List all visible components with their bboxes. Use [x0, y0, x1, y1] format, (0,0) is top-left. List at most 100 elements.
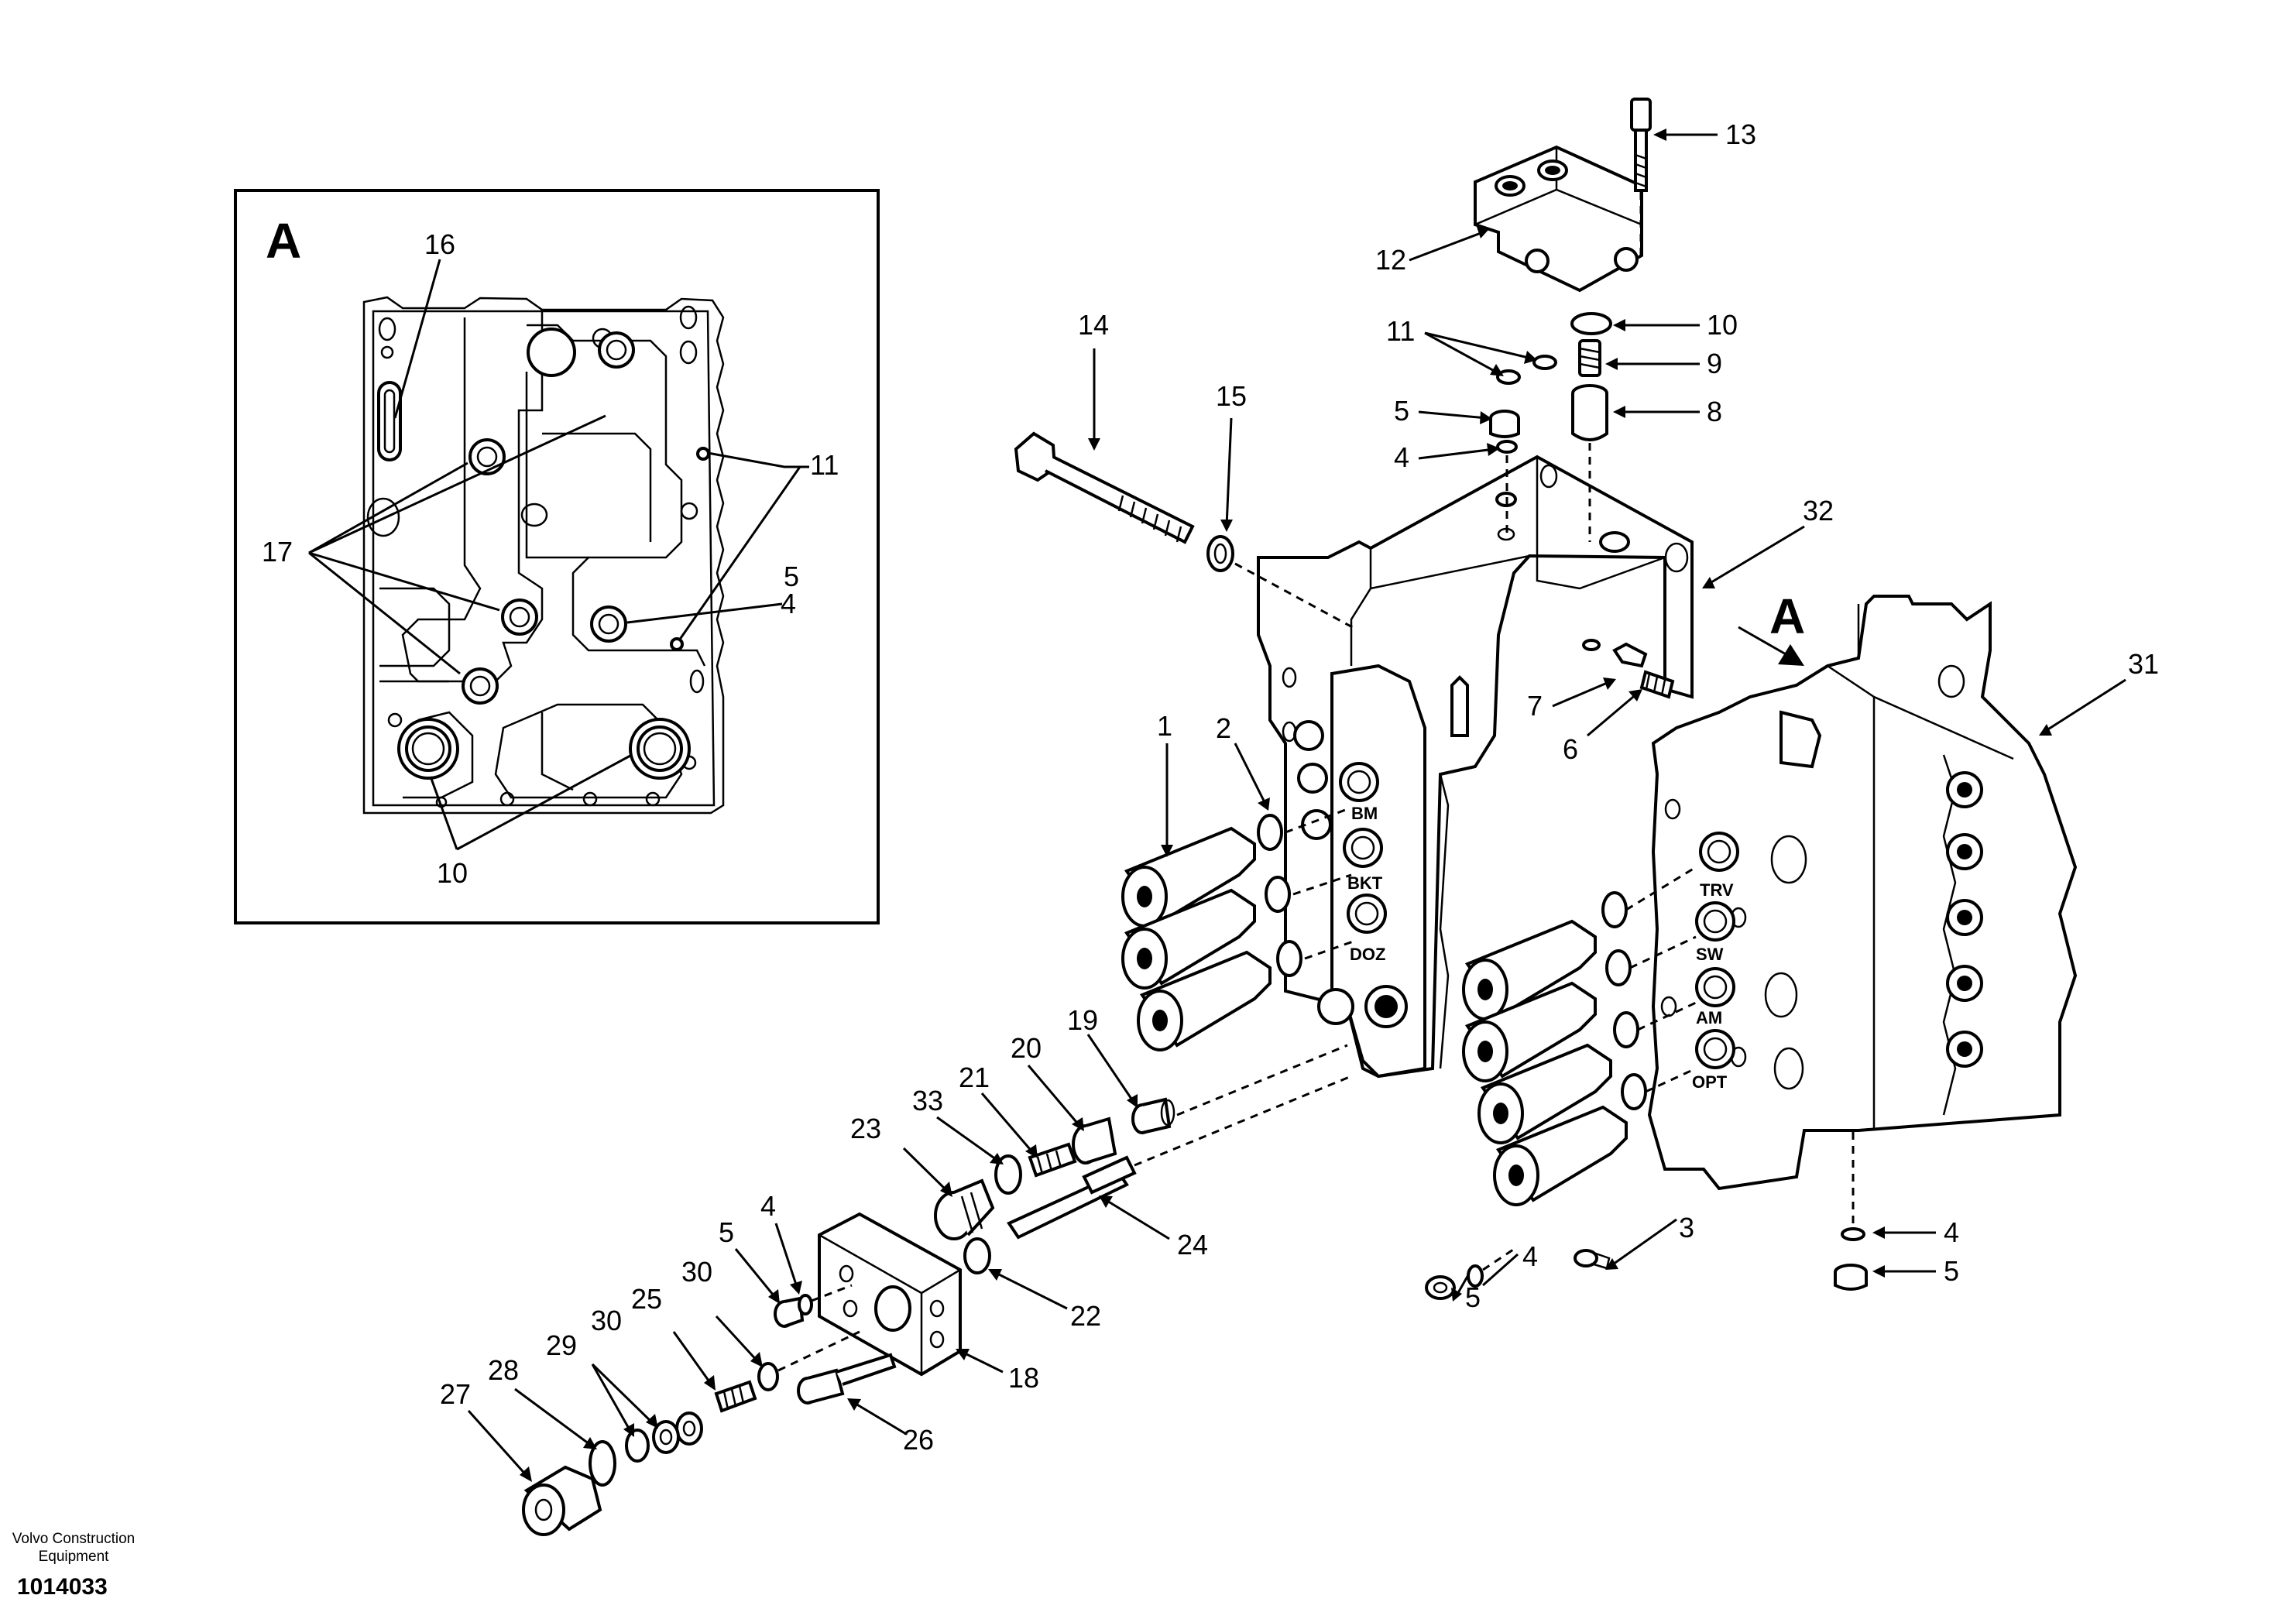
callout-number: 27 — [440, 1378, 471, 1410]
callout-number: 11 — [1386, 315, 1415, 347]
pilot-caps-2 — [1462, 919, 1628, 1206]
detail-oring-10 — [397, 718, 691, 780]
callout-number: 4 — [1944, 1216, 1959, 1248]
callout-number: 25 — [631, 1283, 662, 1315]
oring-22 — [963, 1237, 991, 1274]
leader-lines — [467, 129, 2126, 1482]
washer-15 — [1206, 535, 1234, 572]
callouts: 13 12 10 11 9 5 8 4 14 15 32 A 31 7 6 1 … — [440, 118, 2159, 1456]
detail-callout: 17 — [262, 536, 293, 568]
callout-number: 7 — [1527, 690, 1543, 722]
callout-number: 30 — [681, 1256, 712, 1288]
plug-5-right — [1834, 1264, 1868, 1291]
callout-number: 24 — [1177, 1229, 1208, 1261]
spring-21 — [1028, 1142, 1077, 1178]
port-label: SW — [1696, 945, 1724, 964]
callout-number: 4 — [760, 1190, 776, 1222]
port-label: TRV — [1700, 880, 1734, 900]
detail-callout: 10 — [437, 857, 468, 889]
callout-number: 21 — [959, 1062, 990, 1093]
callout-number: 29 — [546, 1329, 577, 1361]
port-label: OPT — [1692, 1072, 1728, 1092]
callout-number: 13 — [1725, 118, 1756, 150]
callout-number: 5 — [719, 1216, 734, 1248]
plug-27 — [522, 1465, 602, 1536]
callout-number: 20 — [1011, 1032, 1042, 1064]
callout-number: 31 — [2128, 648, 2159, 680]
callout-number: 2 — [1216, 712, 1231, 744]
detail-view-a: A — [234, 189, 880, 924]
sleeve-19 — [1131, 1097, 1175, 1134]
callout-number: 33 — [912, 1085, 943, 1116]
callout-number: 28 — [488, 1354, 519, 1386]
nuts-29 — [652, 1411, 703, 1454]
port-label: AM — [1696, 1008, 1722, 1027]
callout-number: 30 — [591, 1305, 622, 1336]
plug-23 — [934, 1178, 995, 1240]
orifice-11 — [1532, 355, 1557, 370]
brand-label: Volvo Construction Equipment — [12, 1531, 136, 1565]
detail-view-frame — [234, 189, 880, 924]
callout-number: 5 — [1465, 1281, 1481, 1313]
document-number: 1014033 — [17, 1574, 108, 1600]
valve-ports-32 — [1339, 762, 1408, 1028]
callout-number: 4 — [1522, 1240, 1538, 1272]
spring-9 — [1578, 339, 1601, 377]
orifice-7 — [1582, 639, 1648, 668]
spring-25 — [714, 1380, 757, 1413]
detail-orifice-11 — [696, 447, 710, 461]
oring-4-right — [1841, 1227, 1865, 1241]
callout-number: 9 — [1707, 348, 1722, 379]
poppet-8 — [1571, 384, 1608, 441]
oring-33 — [994, 1154, 1022, 1195]
bolt-26 — [797, 1353, 897, 1405]
callout-number: 23 — [850, 1113, 881, 1144]
oring-4-top — [1496, 440, 1518, 454]
plug-5-top — [1489, 410, 1520, 438]
callout-number: 14 — [1078, 309, 1109, 341]
oring-10 — [1570, 312, 1612, 335]
oring-28 — [589, 1440, 616, 1487]
callout-number: 3 — [1679, 1212, 1694, 1243]
valve-section-31: TRV SW AM OPT — [1647, 595, 2078, 1191]
cover-block-12 — [1474, 145, 1643, 293]
callout-number: 12 — [1375, 244, 1406, 276]
callout-number: 18 — [1008, 1362, 1039, 1394]
washer-30 — [757, 1362, 779, 1391]
main-exploded-view: BM BKT DOZ — [440, 98, 2159, 1536]
pilot-caps-1 — [1121, 826, 1272, 1051]
callout-number: 1 — [1157, 710, 1172, 742]
callout-number: 8 — [1707, 396, 1722, 427]
callout-number: 32 — [1803, 495, 1834, 527]
detail-callout: 4 — [781, 588, 796, 619]
port-label: BKT — [1347, 873, 1383, 893]
callout-number: 4 — [1394, 441, 1409, 473]
bolt-13 — [1630, 98, 1652, 256]
callout-number: 26 — [903, 1424, 934, 1456]
callout-number: 5 — [1394, 395, 1409, 427]
callout-number: 19 — [1067, 1004, 1098, 1036]
detail-callout: 5 — [784, 561, 799, 592]
orings-2 — [1257, 814, 1302, 977]
callout-number: 10 — [1707, 309, 1738, 341]
callout-number: 15 — [1216, 380, 1247, 412]
detail-callout: 16 — [424, 228, 455, 260]
screw-3 — [1574, 1249, 1611, 1270]
detail-slot-16 — [377, 381, 402, 461]
callout-number: 5 — [1944, 1255, 1959, 1287]
bolt-14 — [1014, 431, 1195, 544]
view-marker-a: A — [1769, 588, 1805, 644]
valve-plate-outline — [362, 296, 725, 815]
port-label: DOZ — [1350, 945, 1385, 964]
block-18 — [818, 1212, 962, 1377]
plug-5-left — [774, 1296, 805, 1328]
valve-section-32: BM BKT DOZ — [1257, 454, 1694, 1079]
washer-30b — [625, 1429, 650, 1463]
plunger-20 — [1072, 1116, 1117, 1165]
spool-24 — [1007, 1155, 1137, 1240]
valve-bolts-31 — [1946, 771, 1983, 1068]
detail-view-letter: A — [266, 213, 301, 269]
detail-callout: 11 — [810, 449, 839, 481]
callout-number: 22 — [1070, 1300, 1101, 1332]
